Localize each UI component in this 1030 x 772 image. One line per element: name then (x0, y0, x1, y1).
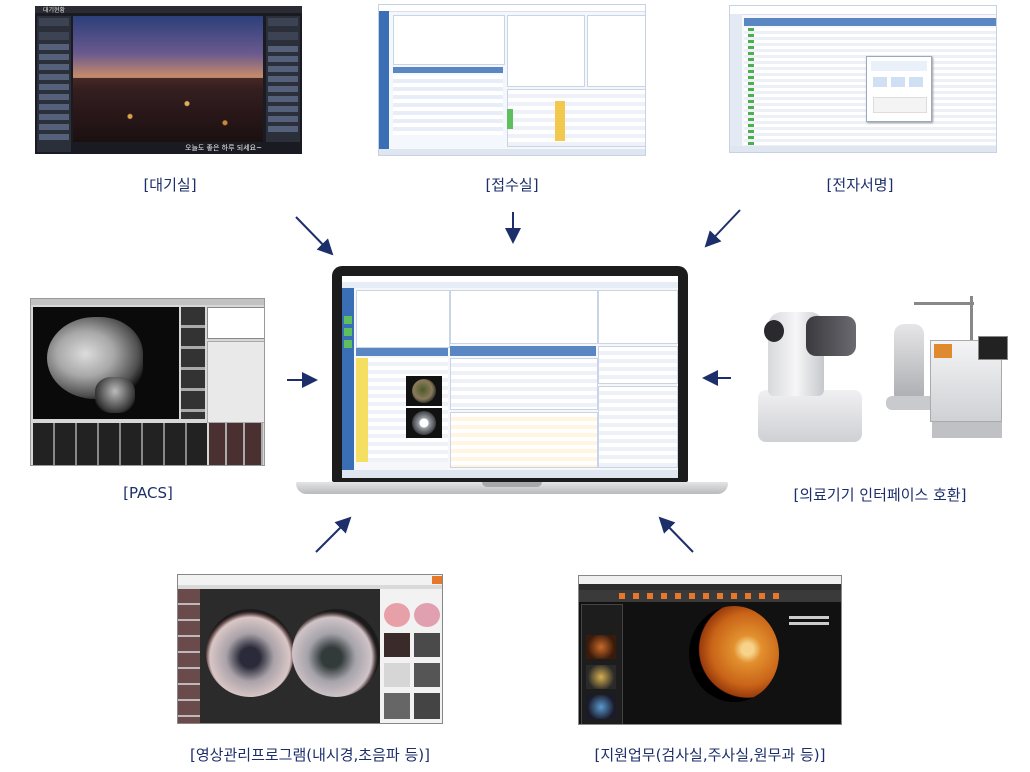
reception-label: [접수실] (485, 176, 539, 194)
waiting-room-screenshot: 대기현황 오늘도 좋은 하루 되세요~ (35, 6, 302, 154)
esign-screenshot (729, 5, 997, 153)
arrow-support-to-center (658, 516, 694, 553)
waiting-room-window-title: 대기현황 (43, 7, 66, 14)
laptop-endoscope-image-2 (406, 408, 442, 438)
autorefractor-device (752, 302, 864, 442)
ear-endoscope-image-right (292, 609, 380, 697)
waiting-room-label: [대기실] (143, 176, 197, 194)
arrow-imaging-to-center (315, 516, 352, 553)
laptop-base (296, 482, 728, 494)
waiting-room-message: 오늘도 좋은 하루 되세요~ (185, 144, 262, 152)
arrow-waiting-to-center (295, 216, 334, 256)
pacs-screenshot (30, 298, 265, 466)
ent-treatment-unit (874, 296, 1010, 444)
laptop-screen (342, 276, 678, 478)
laptop-endoscope-image-1 (406, 376, 442, 406)
esign-label: [전자서명] (826, 176, 894, 194)
esign-dialog (866, 56, 932, 122)
support-label: [지원업무(검사실,주사실,원무과 등)] (594, 746, 826, 764)
image-management-screenshot (177, 574, 443, 724)
arrow-esign-to-center (704, 209, 741, 248)
reception-screenshot (378, 4, 646, 156)
medical-devices-photo (748, 296, 1010, 446)
skull-xray-image (33, 307, 179, 419)
device-interface-label: [의료기기 인터페이스 호환] (793, 486, 967, 504)
fundus-retina-image (689, 606, 779, 702)
ear-endoscope-image-left (206, 609, 294, 697)
image-management-label: [영상관리프로그램(내시경,초음파 등)] (190, 746, 430, 764)
pacs-label: [PACS] (123, 484, 173, 502)
city-night-image (73, 16, 263, 142)
center-laptop (296, 266, 728, 498)
support-screenshot (578, 575, 842, 725)
